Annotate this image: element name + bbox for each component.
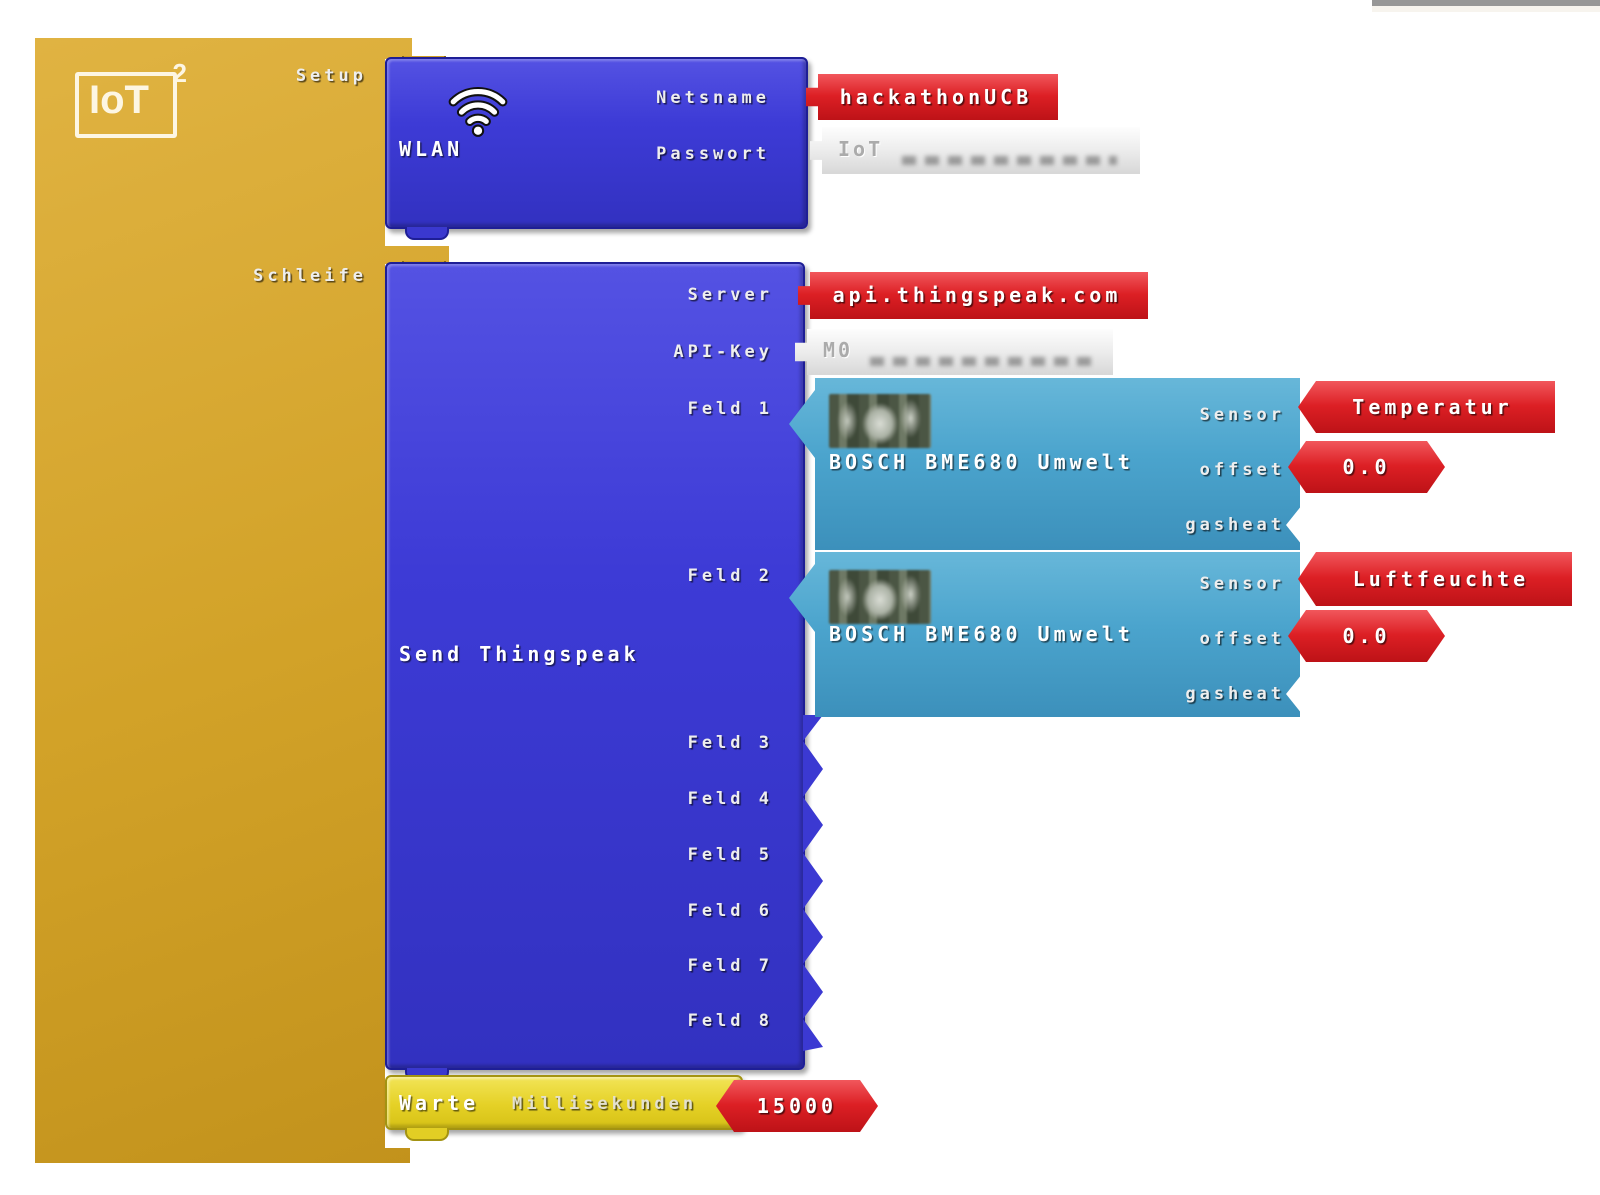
feld6-label: Feld 6 [687, 901, 773, 921]
netsname-value-block[interactable]: hackathonUCB [806, 74, 1058, 120]
send-thingspeak-title: Send Thingspeak [399, 642, 640, 666]
passwort-label: Passwort [656, 144, 770, 164]
schleife-label: Schleife [253, 266, 367, 286]
iot2-logo: IoT 2 [75, 58, 187, 138]
scrollbar-track [1372, 6, 1600, 12]
iot2-root-block[interactable]: IoT 2 Setup Schleife [35, 38, 449, 1163]
iot2-logo-sup: 2 [172, 58, 187, 88]
server-label: Server [687, 285, 773, 305]
sensor2-offset-label: offset [1199, 629, 1285, 649]
warte-value-block[interactable]: 15000 [716, 1080, 878, 1132]
bme680-photo [829, 394, 931, 448]
sensor2-sensor-label: Sensor [1199, 574, 1285, 594]
wlan-title: WLAN [399, 137, 464, 161]
server-value-block[interactable]: api.thingspeak.com [798, 272, 1148, 319]
sensor-block-2[interactable]: BOSCH BME680 Umwelt Sensor offset gashea… [789, 552, 1300, 717]
passwort-redaction [902, 156, 1117, 165]
sensor2-offset-value-block[interactable]: 0.0 [1288, 610, 1445, 662]
feld7-label: Feld 7 [687, 956, 773, 976]
sensor2-gasheat-input-notch[interactable] [1286, 674, 1300, 714]
sensor-block-1[interactable]: BOSCH BME680 Umwelt Sensor offset gashea… [789, 378, 1300, 550]
sensor1-sensor-value-block[interactable]: Temperatur [1298, 381, 1555, 433]
apikey-input-value: M0 [823, 338, 854, 362]
warte-next-connector [405, 1128, 449, 1141]
horizontal-scrollbar[interactable] [1372, 0, 1600, 6]
passwort-input-value: IoT [838, 137, 884, 161]
sensor1-sensor-label: Sensor [1199, 405, 1285, 425]
millisekunden-label: Millisekunden [512, 1094, 698, 1114]
apikey-input[interactable]: M0 [795, 329, 1113, 375]
wifi-icon [448, 86, 508, 137]
warte-block[interactable]: Warte Millisekunden [385, 1075, 743, 1130]
sensor1-gasheat-label: gasheat [1185, 515, 1285, 535]
feld2-label: Feld 2 [687, 566, 773, 586]
sensor2-gasheat-label: gasheat [1185, 684, 1285, 704]
apikey-label: API-Key [673, 342, 773, 362]
sensor1-offset-value-block[interactable]: 0.0 [1288, 441, 1445, 493]
warte-title: Warte [399, 1091, 480, 1115]
feld8-label: Feld 8 [687, 1011, 773, 1031]
setup-label: Setup [295, 66, 367, 86]
apikey-redaction [870, 357, 1095, 366]
empty-input-zigzag [803, 715, 823, 1051]
feld3-label: Feld 3 [687, 733, 773, 753]
feld4-label: Feld 4 [687, 789, 773, 809]
sensor2-sensor-value-block[interactable]: Luftfeuchte [1298, 552, 1572, 606]
iot2-logo-text: IoT [89, 78, 149, 122]
passwort-input[interactable]: IoT [810, 127, 1140, 174]
send-thingspeak-block[interactable]: Send Thingspeak Server API-Key Feld 1 Fe… [385, 262, 805, 1070]
sensor1-offset-label: offset [1199, 460, 1285, 480]
sensor1-gasheat-input-notch[interactable] [1286, 505, 1300, 545]
wlan-block[interactable]: WLAN Netsname Passwort [385, 57, 808, 229]
feld1-label: Feld 1 [687, 399, 773, 419]
feld5-label: Feld 5 [687, 845, 773, 865]
netsname-label: Netsname [656, 88, 770, 108]
wlan-next-connector [405, 227, 449, 240]
bme680-photo [829, 570, 931, 624]
sensor1-title: BOSCH BME680 Umwelt [829, 450, 1134, 474]
sensor2-title: BOSCH BME680 Umwelt [829, 622, 1134, 646]
